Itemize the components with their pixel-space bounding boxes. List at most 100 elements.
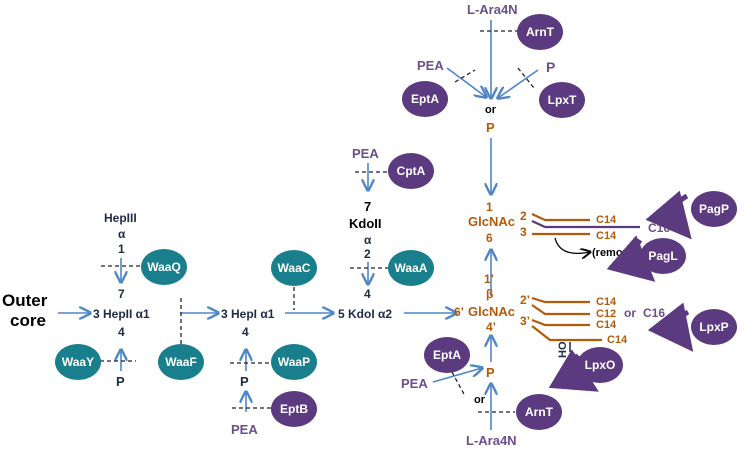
hepII-pos-4: 4 bbox=[118, 325, 125, 339]
eptA-top-link bbox=[454, 69, 476, 83]
chain-2prime-c12 bbox=[531, 304, 590, 316]
cptA-enzyme: CptA bbox=[388, 153, 434, 189]
glc2-pos-2prime: 2’ bbox=[520, 293, 530, 307]
arnT-top-enzyme: ArnT bbox=[517, 14, 563, 50]
c14-a: C14 bbox=[596, 214, 617, 226]
svg-text:LpxT: LpxT bbox=[548, 93, 577, 107]
waaC-enzyme: WaaC bbox=[271, 250, 317, 286]
hepIII-alpha: α bbox=[118, 227, 126, 241]
arnT-bottom-enzyme: ArnT bbox=[516, 394, 562, 430]
eptB-enzyme: EptB bbox=[271, 391, 317, 427]
svg-text:PagP: PagP bbox=[699, 202, 729, 216]
svg-text:WaaC: WaaC bbox=[278, 261, 311, 275]
svg-text:LpxO: LpxO bbox=[585, 358, 616, 372]
hepI-PEA: PEA bbox=[231, 422, 258, 437]
waaF-enzyme: WaaF bbox=[158, 344, 204, 380]
kdoII-pos-7: 7 bbox=[364, 199, 371, 214]
chain-c16-pagP bbox=[531, 220, 640, 229]
c14-b: C14 bbox=[596, 230, 617, 242]
svg-text:ArnT: ArnT bbox=[525, 405, 554, 419]
chain-3prime-c14 bbox=[531, 318, 590, 327]
glc1-pos-3: 3 bbox=[520, 225, 527, 239]
hepIII-pos-1: 1 bbox=[118, 242, 125, 256]
c14-e: C14 bbox=[607, 334, 628, 346]
pagL-curve bbox=[606, 235, 656, 282]
c16-a: C16 bbox=[648, 221, 670, 235]
glcNAc-2: GlcNAc bbox=[468, 304, 515, 319]
svg-text:EptA: EptA bbox=[411, 92, 439, 106]
PEA-bottom: PEA bbox=[401, 376, 428, 391]
kdoII-label: KdoII bbox=[349, 216, 382, 231]
P-brown-top: P bbox=[486, 120, 495, 135]
removal-arrow bbox=[554, 237, 590, 253]
svg-text:PagL: PagL bbox=[648, 249, 677, 263]
hepII-phosphate: P bbox=[116, 374, 125, 389]
lpxO-enzyme: LpxO bbox=[577, 347, 623, 383]
glc2-pos-6prime: 6’ bbox=[454, 305, 464, 319]
lpxP-enzyme: LpxP bbox=[691, 309, 737, 345]
lpxP-curve bbox=[647, 302, 694, 352]
svg-text:EptB: EptB bbox=[280, 402, 308, 416]
or-bottom: or bbox=[474, 394, 486, 406]
or-top: or bbox=[485, 104, 497, 116]
P-top: P bbox=[546, 59, 555, 75]
glc1-pos-2: 2 bbox=[520, 209, 527, 223]
pagL-enzyme: PagL bbox=[640, 238, 686, 274]
hepII-label: 3 HepII α1 bbox=[93, 307, 150, 321]
L-ara4N-bottom: L-Ara4N bbox=[466, 433, 517, 448]
glc1-pos-1: 1 bbox=[486, 200, 493, 214]
P-brown-bottom: P bbox=[486, 365, 495, 380]
c14-c: C14 bbox=[596, 296, 617, 308]
lpxT-enzyme: LpxT bbox=[539, 82, 585, 118]
glc2-pos-4prime: 4’ bbox=[486, 320, 496, 334]
svg-text:WaaQ: WaaQ bbox=[147, 260, 181, 274]
waaY-enzyme: WaaY bbox=[55, 344, 101, 380]
chain-2-c14 bbox=[531, 213, 590, 222]
hepIII-label: HepIII bbox=[104, 211, 137, 225]
glc2-pos-3prime: 3’ bbox=[520, 314, 530, 328]
lpxO-curve bbox=[548, 349, 599, 392]
svg-text:WaaY: WaaY bbox=[62, 355, 94, 369]
glc1-pos-6: 6 bbox=[486, 231, 493, 245]
L-ara4N-top: L-Ara4N bbox=[467, 2, 518, 17]
waaA-enzyme: WaaA bbox=[388, 250, 434, 286]
link-1prime: 1’ bbox=[484, 272, 494, 286]
hepII-pos-7: 7 bbox=[118, 287, 125, 301]
kdoII-alpha: α bbox=[364, 233, 372, 247]
chain-3prime-c14-b bbox=[531, 325, 602, 342]
eptA-bottom-link bbox=[451, 371, 466, 397]
eptA-bottom-enzyme: EptA bbox=[424, 337, 470, 373]
c14-d: C14 bbox=[596, 319, 617, 331]
kdoII-PEA: PEA bbox=[352, 146, 379, 161]
waaP-enzyme: WaaP bbox=[271, 344, 317, 380]
arrow-PEA-top bbox=[446, 67, 486, 97]
chain-2prime-c14 bbox=[531, 296, 590, 304]
ho-label: HO bbox=[557, 341, 569, 358]
hepI-label: 3 HepI α1 bbox=[221, 307, 275, 321]
arrow-PEA-bottom bbox=[432, 368, 482, 383]
kdoII-pos-2: 2 bbox=[364, 247, 371, 261]
kdoI-label: 5 KdoI α2 bbox=[338, 307, 392, 321]
hepI-phosphate: P bbox=[240, 374, 249, 389]
svg-text:WaaF: WaaF bbox=[165, 355, 197, 369]
waaQ-enzyme: WaaQ bbox=[141, 249, 187, 285]
svg-text:EptA: EptA bbox=[433, 348, 461, 362]
eptA-top-enzyme: EptA bbox=[402, 81, 448, 117]
arrow-P-top bbox=[498, 69, 539, 98]
svg-text:LpxP: LpxP bbox=[699, 320, 728, 334]
c16-b: C16 bbox=[643, 306, 665, 320]
kdoI-pos-4: 4 bbox=[364, 287, 371, 301]
beta-label: β bbox=[486, 287, 493, 301]
c12: C12 bbox=[596, 308, 616, 320]
or-c16: or bbox=[624, 306, 636, 320]
PEA-top: PEA bbox=[417, 58, 444, 73]
pagP-enzyme: PagP bbox=[691, 191, 737, 227]
glcNAc-1: GlcNAc bbox=[468, 214, 515, 229]
svg-text:ArnT: ArnT bbox=[526, 25, 555, 39]
lpxT-link bbox=[517, 67, 535, 89]
svg-text:CptA: CptA bbox=[397, 164, 426, 178]
hepI-pos-4: 4 bbox=[242, 325, 249, 339]
pagP-curve bbox=[645, 190, 692, 240]
